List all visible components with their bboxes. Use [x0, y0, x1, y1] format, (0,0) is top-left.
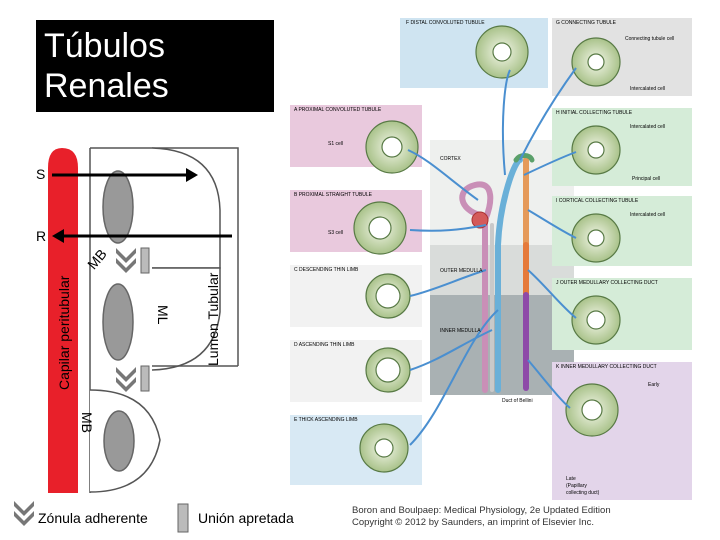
label-late-1: Late: [566, 476, 576, 482]
adherens-junction-1: [116, 248, 136, 273]
r-label: R: [36, 228, 47, 244]
legend-adherens-icon: [14, 501, 34, 526]
label-b: B PROXIMAL STRAIGHT TUBULE: [294, 192, 373, 198]
label-a-cell: S1 cell: [328, 141, 343, 147]
credit-line-1: Boron and Boulpaep: Medical Physiology, …: [352, 505, 611, 516]
nucleus-3: [103, 410, 135, 472]
tight-junction-2: [140, 365, 150, 392]
label-h-cell2: Principal cell: [632, 176, 660, 182]
label-duct: Duct of Bellini: [502, 398, 533, 404]
r-arrowhead: [52, 229, 64, 243]
label-c: C DESCENDING THIN LIMB: [294, 267, 359, 273]
cell-1: [151, 147, 221, 269]
tight-junction-1: [140, 247, 150, 274]
label-outer-medulla: OUTER MEDULLA: [440, 268, 483, 274]
label-cortex: CORTEX: [440, 156, 461, 162]
title-line-2: Renales: [44, 67, 169, 105]
label-k-early: Early: [648, 382, 660, 388]
title-box: [36, 20, 274, 112]
outer-medulla-zone: [430, 245, 574, 295]
label-k: K INNER MEDULLARY COLLECTING DUCT: [556, 364, 657, 370]
capillary-label: Capilar peritubular: [56, 275, 72, 390]
legend-tight-icon: [177, 503, 189, 533]
apical-frame-line: [90, 147, 239, 366]
label-d: D ASCENDING THIN LIMB: [294, 342, 355, 348]
label-h-cell1: Intercalated cell: [630, 124, 665, 130]
title-line-1: Túbulos: [44, 27, 165, 65]
label-j: J OUTER MEDULLARY COLLECTING DUCT: [556, 280, 658, 286]
ml-label: ML: [155, 305, 171, 325]
label-late-2: (Papillary: [566, 483, 587, 489]
label-late-3: collecting duct): [566, 490, 600, 496]
figure-credit: Boron and Boulpaep: Medical Physiology, …: [352, 505, 611, 529]
legend-adherens-label: Zónula adherente: [38, 510, 148, 526]
s-label: S: [36, 166, 46, 182]
label-g-cell2: Intercalated cell: [630, 86, 665, 92]
tubule-cross-sections: [353, 25, 621, 473]
label-h: H INITIAL COLLECTING TUBULE: [556, 110, 633, 116]
slide-title: Túbulos Renales: [44, 26, 169, 106]
nephron-tubule: [459, 153, 535, 393]
nephron-figure: F DISTAL CONVOLUTED TUBULE G CONNECTING …: [290, 18, 692, 500]
label-i-cell: Intercalated cell: [630, 212, 665, 218]
label-b-cell: S3 cell: [328, 230, 343, 236]
connector-arrows: [407, 67, 577, 446]
adherens-junction-2: [116, 367, 136, 392]
label-e: E THICK ASCENDING LIMB: [294, 417, 358, 423]
mb-label-lower: MB: [79, 412, 95, 433]
cell-2: [151, 267, 221, 371]
epithelium-schematic: [14, 147, 239, 533]
nucleus-2: [102, 283, 134, 361]
label-inner-medulla: INNER MEDULLA: [440, 328, 481, 334]
credit-line-2: Copyright © 2012 by Saunders, an imprint…: [352, 517, 594, 528]
label-g: G CONNECTING TUBULE: [556, 20, 617, 26]
label-g-cell1: Connecting tubule cell: [625, 36, 674, 42]
label-i: I CORTICAL COLLECTING TUBULE: [556, 198, 639, 204]
s-arrowhead: [186, 168, 198, 182]
nucleus-1: [102, 170, 134, 244]
label-f: F DISTAL CONVOLUTED TUBULE: [406, 20, 485, 26]
lumen-label: Lumen Tubular: [205, 272, 221, 366]
label-a: A PROXIMAL CONVOLUTED TUBULE: [294, 107, 382, 113]
panel-k: [552, 362, 692, 500]
legend-tight-label: Unión apretada: [198, 510, 294, 526]
